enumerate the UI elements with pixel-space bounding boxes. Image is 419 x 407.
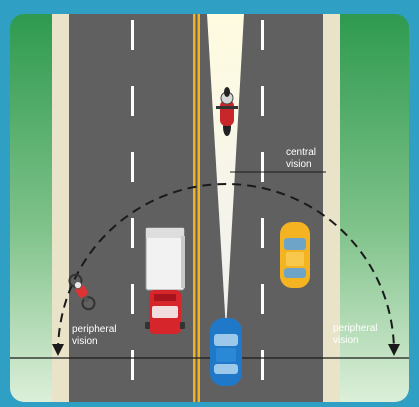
central-vision-label-line2: vision [286, 159, 316, 171]
central-vision-label: central vision [286, 147, 316, 171]
central-vision-label-line1: central [286, 147, 316, 159]
peripheral-vision-left-line1: peripheral [72, 324, 116, 336]
blue-car-icon [210, 318, 242, 386]
peripheral-vision-right-line1: peripheral [333, 323, 377, 335]
peripheral-vision-right-line2: vision [333, 335, 377, 347]
truck-icon [145, 228, 185, 334]
center-line-right [198, 14, 201, 402]
center-line-left [193, 14, 196, 402]
peripheral-vision-left-label: peripheral vision [72, 324, 116, 348]
left-shoulder [52, 14, 69, 402]
peripheral-vision-left-line2: vision [72, 336, 116, 348]
yellow-car-icon [280, 222, 310, 288]
peripheral-vision-right-label: peripheral vision [333, 323, 377, 347]
